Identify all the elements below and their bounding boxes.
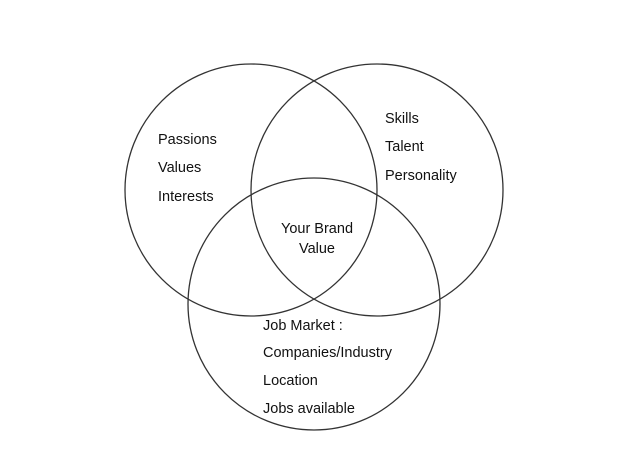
left-item-interests: Interests xyxy=(158,189,214,205)
center-label-line2: Value xyxy=(299,241,335,257)
bottom-item-jobs-available: Jobs available xyxy=(263,401,355,417)
center-label-line1: Your Brand xyxy=(281,221,353,237)
left-item-passions: Passions xyxy=(158,132,217,148)
circle-passions-values-interests xyxy=(124,63,378,317)
bottom-item-companies-industry: Companies/Industry xyxy=(263,345,393,361)
left-item-values: Values xyxy=(158,160,201,176)
right-item-talent: Talent xyxy=(385,139,424,155)
circle-job-market xyxy=(187,177,441,431)
bottom-item-location: Location xyxy=(263,373,318,389)
right-item-personality: Personality xyxy=(385,168,457,184)
circle-skills-talent-personality xyxy=(250,63,504,317)
right-item-skills: Skills xyxy=(385,111,419,127)
bottom-item-job-market: Job Market : xyxy=(263,318,343,334)
